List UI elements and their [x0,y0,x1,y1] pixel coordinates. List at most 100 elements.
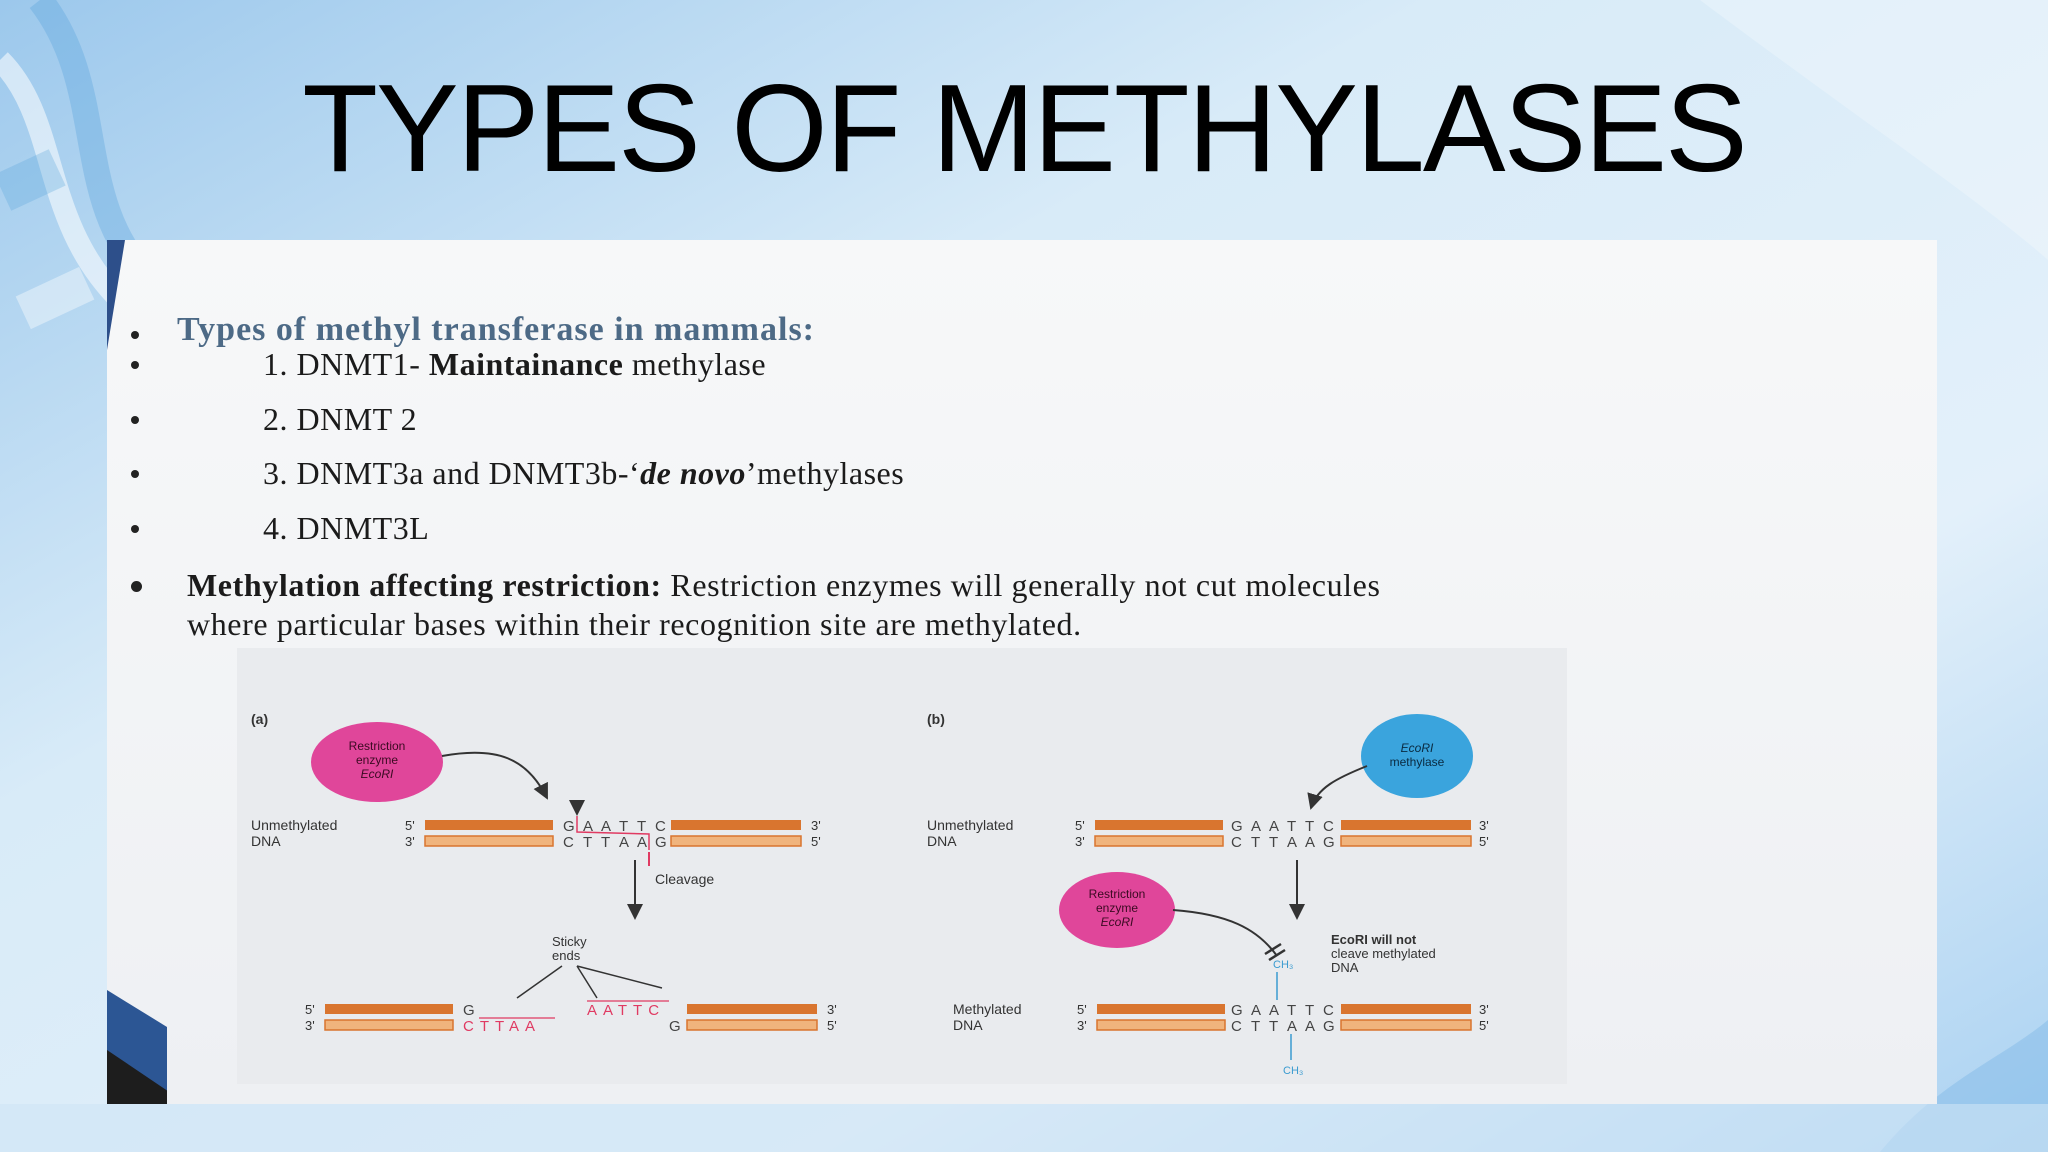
base: A [1251,818,1261,835]
sticky-pointer [516,965,663,999]
base: T [1269,1018,1278,1035]
enzyme-text: EcoRI [1101,915,1134,929]
sticky-label: Sticky [552,934,587,949]
base: G [1231,1002,1243,1019]
base: T [1251,1018,1260,1035]
dna-strand [1096,1019,1226,1031]
base: C [1231,1018,1242,1035]
list-item-dnmt3: 3. DNMT3a and DNMT3b-‘de novo’methylases [263,455,904,492]
base: T [637,818,646,835]
base: A [1287,834,1297,851]
prime-label: 5' [811,834,821,849]
section-heading: Types of methyl transferase in mammals: [177,311,816,348]
dna-label: DNA [251,833,281,849]
base: C [563,834,574,851]
prime-label: 5' [1479,834,1489,849]
arrow [441,751,548,800]
bullet [131,581,142,592]
list-item-dnmt3l: 4. DNMT3L [263,510,430,546]
dna-strand [1095,820,1223,830]
restriction-text: Restriction enzymes will generally not c… [661,567,1381,603]
bullet [131,361,139,369]
bullet [131,525,139,533]
base: A [1305,1018,1315,1035]
dna-label: Methylated [953,1001,1021,1017]
dna-strand [1097,1004,1225,1014]
panel-a-label: (a) [251,711,268,727]
restriction-enzyme-blob [1059,872,1175,948]
base: A [1287,1018,1297,1035]
enzyme-text: enzyme [356,753,398,767]
blocked-arrow [1172,909,1278,957]
base: T [1269,834,1278,851]
restriction-line-1: Methylation affecting restriction: Restr… [187,567,1381,604]
base: G [563,818,575,835]
prime-label: 5' [405,818,415,833]
top-sequence: G A A T T C [1231,818,1334,835]
restriction-enzyme-blob [311,722,443,802]
base: A [637,834,647,851]
methylated-bottom-sequence: C T T A A G [1231,1018,1335,1035]
dna-strand [425,820,553,830]
base: G [463,1002,475,1019]
bullet [131,331,139,339]
dna-strand [1094,835,1224,847]
dna-strand [324,1019,454,1031]
base: C [1323,818,1334,835]
item-bold-text: Maintainance [428,346,624,382]
base: G [1323,1018,1335,1035]
cut-line [576,816,650,850]
dna-strand [1341,1004,1471,1014]
item-bolditalic-text: de novo [640,455,746,491]
prime-label: 5' [305,1002,315,1017]
arrow [1307,765,1368,810]
dna-strand [424,835,554,847]
sticky-label: ends [552,948,581,963]
base: T [1305,818,1314,835]
dna-label: DNA [953,1017,983,1033]
enzyme-text: enzyme [1096,901,1138,915]
base: C [1323,1002,1334,1019]
prime-label: 3' [827,1002,837,1017]
prime-label: 3' [1479,818,1489,833]
slide-title: TYPES OF METHYLASES [302,60,1747,198]
no-cleave-text: DNA [1331,960,1359,975]
base: T [583,834,592,851]
dna-strand [671,820,801,830]
dna-strand [1341,820,1471,830]
no-cleave-text: EcoRI will not [1331,932,1417,947]
enzyme-text: Restriction [349,739,406,753]
dna-strand [686,1019,818,1031]
methyl-label: CH₃ [1283,1065,1303,1077]
base: T [1251,834,1260,851]
top-sequence: G A A T T C [563,818,666,835]
sticky-seq: AATTC [587,1002,665,1019]
dna-label: Unmethylated [927,817,1013,833]
panel-b-label: (b) [927,711,945,727]
restriction-label: Methylation affecting restriction: [187,567,662,603]
dna-label: Unmethylated [251,817,337,833]
prime-label: 3' [1077,1018,1087,1033]
bullet [131,470,139,478]
prime-label: 5' [1077,1002,1087,1017]
dna-strand [687,1004,817,1014]
dna-strand [325,1004,453,1014]
prime-label: 3' [405,834,415,849]
list-item-dnmt1: 1. DNMT1- Maintainance methylase [263,346,766,383]
prime-label: 3' [811,818,821,833]
bottom-sequence: C T T A A G [563,834,667,851]
methylated-top-sequence: G A A T T C [1231,1002,1334,1019]
prime-label: 3' [305,1018,315,1033]
restriction-line-2: where particular bases within their reco… [187,606,1082,642]
enzyme-text: Restriction [1089,887,1146,901]
base: T [619,818,628,835]
base: G [655,834,667,851]
base: A [1269,1002,1279,1019]
methylase-text: EcoRI [1401,741,1434,755]
content-panel: Types of methyl transferase in mammals: … [107,240,1937,1104]
dna-strand [1340,835,1472,847]
enzyme-text: EcoRI [361,767,394,781]
base: C [1231,834,1242,851]
bullet [131,416,139,424]
base: C [655,818,666,835]
